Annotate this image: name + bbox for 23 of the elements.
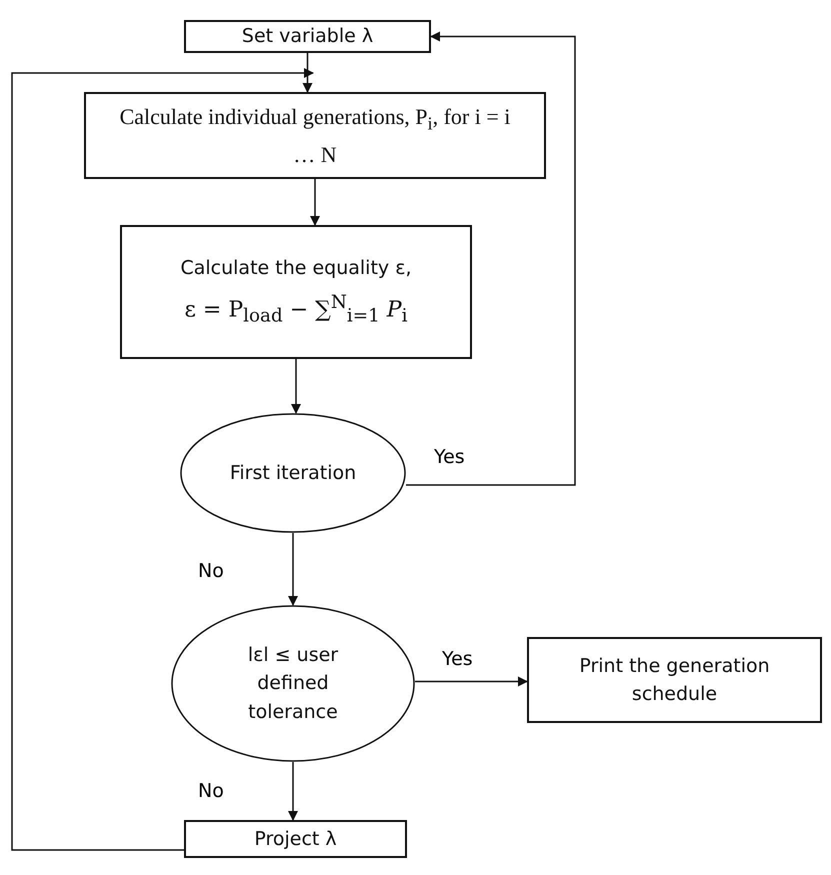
node-text: Calculate individual generations, P$_{i}$, for i = i … N: [118, 103, 512, 169]
arrow: [288, 533, 298, 606]
node-text: Calculate the equality ε,: [180, 256, 412, 282]
process-box: [84, 92, 546, 179]
node-text: First iteration: [230, 460, 356, 486]
node-text: lεl ≤ user defined tolerance: [246, 642, 340, 725]
arrow: [310, 179, 320, 226]
arrow: [406, 32, 576, 486]
node-text: Set variable λ: [242, 24, 374, 50]
arrow: [11, 68, 314, 851]
arrow: [288, 762, 298, 821]
process-box: [184, 820, 407, 858]
output-box: [527, 637, 822, 723]
decision-ellipse: [180, 413, 406, 533]
process-box: [120, 225, 472, 359]
node-text: Project λ: [254, 826, 337, 852]
decision-ellipse: [171, 605, 415, 762]
arrow: [415, 676, 528, 686]
arrow: [291, 359, 301, 414]
node-text: Print the generation schedule: [578, 654, 771, 707]
formula: ε = P$_{load}$ − ∑$^{N}$$_{i=1}$ P$_{i}$: [184, 290, 408, 328]
arrow: [302, 53, 312, 93]
process-box: [184, 20, 431, 53]
